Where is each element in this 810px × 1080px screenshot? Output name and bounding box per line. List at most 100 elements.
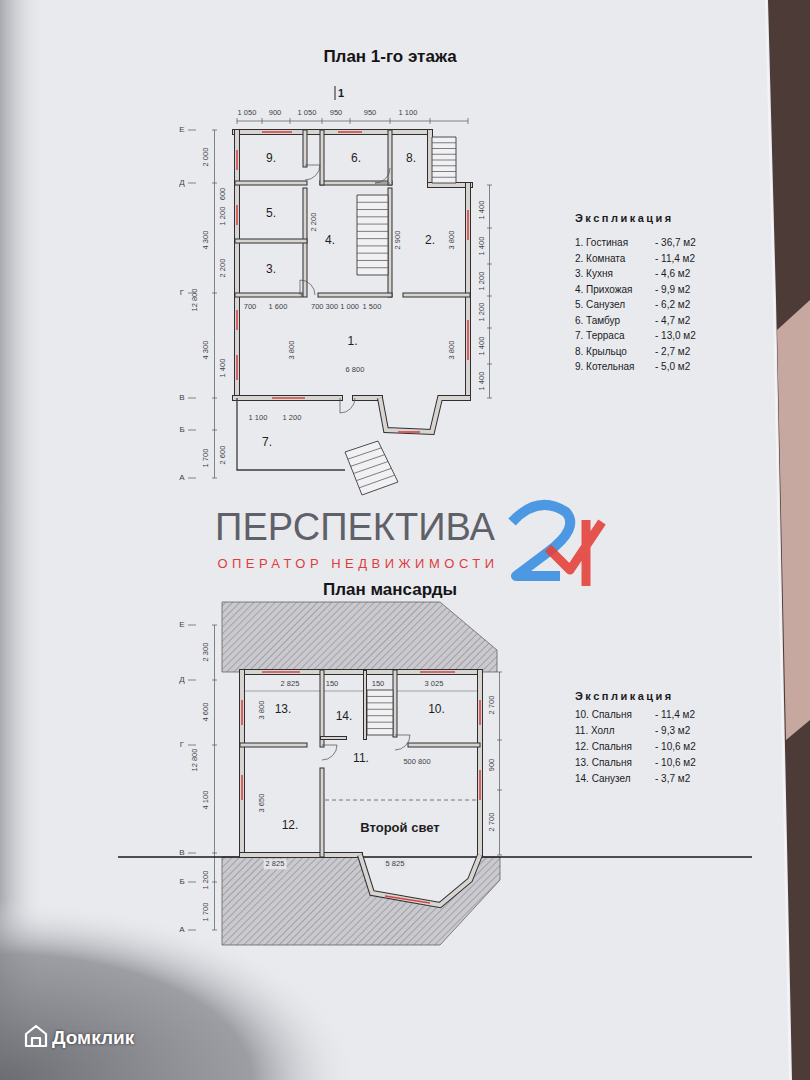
room: 8. xyxy=(392,135,430,183)
dimension: 2 300 xyxy=(202,643,210,662)
dimension: 3 025 xyxy=(425,680,444,688)
log-wall-core xyxy=(235,130,430,134)
dimension: 1 050 xyxy=(298,109,317,117)
axis-mark: 1 xyxy=(338,88,344,99)
dimension-tick xyxy=(487,185,492,186)
log-wall-core xyxy=(235,132,239,398)
inner-stairs-tread xyxy=(357,216,388,217)
axis-tick xyxy=(212,930,217,931)
dimension: 950 xyxy=(330,109,343,117)
window-mark xyxy=(420,671,455,673)
door-swing xyxy=(322,745,337,760)
log-wall-core xyxy=(321,672,324,745)
dimension-tick xyxy=(237,118,238,124)
axis-tick xyxy=(188,478,196,479)
mansard-stairs-tread xyxy=(367,709,393,710)
log-wall-core xyxy=(405,294,468,297)
log-wall-core xyxy=(242,670,480,674)
dimension: Е xyxy=(179,126,184,134)
table-cell: 2. Комната xyxy=(575,254,625,264)
window-mark xyxy=(262,671,300,673)
log-wall-core xyxy=(364,672,366,738)
dimension-tick xyxy=(497,672,502,673)
dimension: 1 400 xyxy=(478,237,486,256)
table-cell: 5. Санузел xyxy=(575,300,625,310)
log-wall xyxy=(322,736,345,740)
dimension: 5 825 xyxy=(384,859,407,869)
roof-hatch xyxy=(222,857,500,945)
table-cell: - 36,7 м2 xyxy=(655,238,696,248)
watermark: ПЕРСПЕКТИВА xyxy=(215,508,495,546)
floor-plan: План 1-го этажа9.6.8.5.4.2.3.1.7. xyxy=(190,47,590,502)
dimension: 2 200 xyxy=(219,259,227,278)
log-wall-core xyxy=(478,672,482,855)
dimension-line xyxy=(214,130,215,478)
log-wall xyxy=(242,852,360,858)
axis-tick xyxy=(188,853,196,854)
room: 7. xyxy=(237,420,297,465)
log-wall xyxy=(242,669,480,675)
table-cell: 11. Холл xyxy=(575,726,615,736)
axis-tick xyxy=(188,625,196,626)
log-wall-core xyxy=(360,855,480,905)
page-edge xyxy=(766,0,790,1080)
axis-tick xyxy=(188,430,196,431)
log-wall-core xyxy=(321,132,324,183)
dimension: 2 825 xyxy=(281,680,300,688)
room-number: 1. xyxy=(347,335,357,348)
dimension-tick xyxy=(487,398,492,399)
dimension-tick xyxy=(497,790,502,791)
watermark-subtitle: ОПЕРАТОР НЕДВИЖИМОСТИ xyxy=(217,557,498,570)
log-wall-core xyxy=(389,132,392,183)
dimension-tick xyxy=(350,118,351,124)
axis-tick xyxy=(212,853,217,854)
table-cell: 14. Санузел xyxy=(575,774,631,784)
axis-tick xyxy=(188,882,196,883)
dimension: 3 650 xyxy=(258,794,266,813)
window-mark xyxy=(236,355,238,380)
window-mark xyxy=(241,775,243,800)
room-number: 4. xyxy=(325,234,335,247)
dimension-tick xyxy=(322,118,323,124)
porch-stairs-tread xyxy=(432,171,456,172)
window-mark xyxy=(236,150,238,170)
log-wall-core xyxy=(240,672,244,855)
room-number: Второй свет xyxy=(360,821,439,835)
dimension: 900 xyxy=(269,109,282,117)
window-mark xyxy=(236,205,238,225)
porch-stairs-tread xyxy=(432,160,456,161)
log-wall xyxy=(405,293,468,298)
dimension-line xyxy=(237,121,468,122)
axis-tick xyxy=(212,745,217,746)
inner-stairs-tread xyxy=(357,224,388,225)
room: 14. xyxy=(324,700,364,734)
porch-stairs-tread xyxy=(432,142,456,143)
dimension: Б xyxy=(179,426,184,434)
section-line xyxy=(118,856,752,858)
domclick-icon xyxy=(26,1026,46,1046)
dimension-tick xyxy=(497,855,502,856)
dimension: Д xyxy=(179,179,184,187)
table-cell: - 4,6 м2 xyxy=(655,269,690,279)
log-wall xyxy=(465,185,471,398)
table-cell: 1. Гостиная xyxy=(575,238,628,248)
log-wall xyxy=(320,132,325,183)
table-cell: - 11,4 м2 xyxy=(655,710,695,720)
log-wall xyxy=(380,398,470,432)
dimension: 6 800 xyxy=(346,366,365,374)
table-cell: 9. Котельная xyxy=(575,362,635,372)
window-mark xyxy=(398,431,420,433)
dimension: 3 800 xyxy=(448,341,456,360)
inner-stairs-tread xyxy=(357,238,388,239)
dimension-tick xyxy=(430,118,431,124)
log-wall-core xyxy=(355,396,380,400)
log-wall-core xyxy=(242,744,305,747)
log-wall-core xyxy=(320,294,390,297)
log-wall-core xyxy=(322,737,345,739)
room: 6. xyxy=(322,135,390,183)
plan-title: План мансарды xyxy=(190,580,590,600)
log-wall xyxy=(235,395,340,401)
room: 9. xyxy=(237,135,305,183)
log-wall-core xyxy=(430,183,470,187)
